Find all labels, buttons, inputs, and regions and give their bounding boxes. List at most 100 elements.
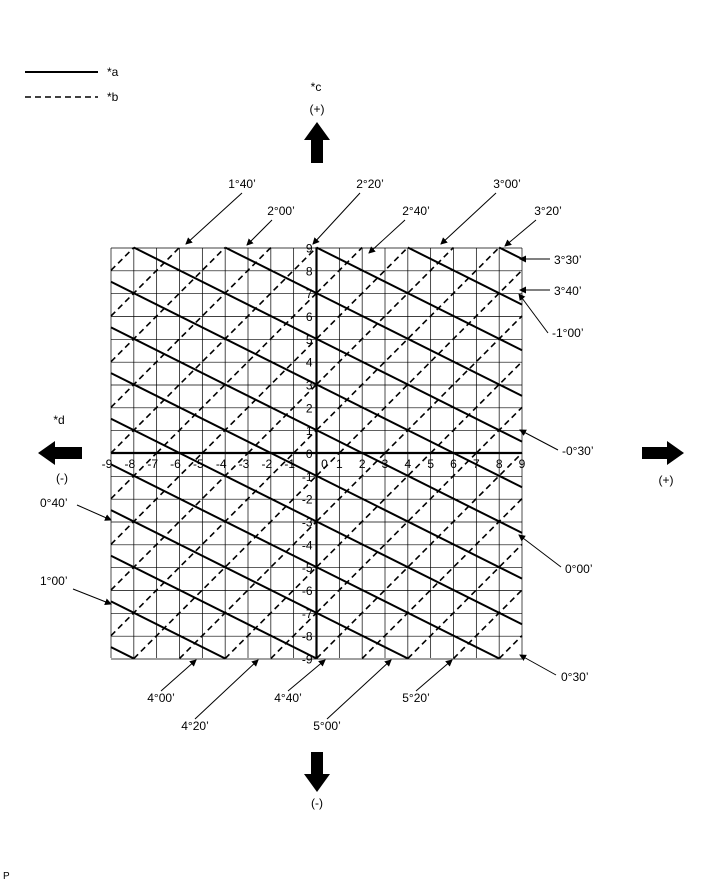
dashed-alignment-line: [361, 498, 523, 660]
solid-alignment-line: [110, 280, 317, 386]
y-tick-label: -6: [302, 584, 313, 598]
x-tick-label: -8: [124, 457, 135, 471]
leader-arrow: [326, 659, 392, 720]
legend-dashed-label: *b: [107, 90, 119, 104]
leader-arrow: [368, 219, 406, 254]
angle-label: 1°40’: [228, 177, 256, 191]
leader-arrow: [504, 219, 537, 247]
x-tick-label: -2: [261, 457, 272, 471]
dashed-alignment-line: [110, 452, 203, 545]
dashed-alignment-line: [110, 246, 135, 271]
angle-label: 3°30’: [554, 253, 582, 267]
x-tick-label: -5: [193, 457, 204, 471]
dashed-alignment-line: [407, 543, 523, 660]
angle-annotations: 1°40’2°00’2°20’2°40’3°00’3°20’3°30’3°40’…: [40, 177, 593, 733]
dashed-alignment-line: [315, 452, 477, 614]
direction-down: (-): [304, 752, 330, 810]
angle-label: 5°20’: [402, 691, 430, 705]
solid-alignment-line: [316, 520, 523, 626]
y-tick-label: -4: [302, 538, 313, 552]
dashed-alignment-line: [384, 315, 523, 454]
direction-up: *c (+): [304, 80, 330, 163]
dashed-alignment-line: [475, 406, 523, 454]
solid-alignment-line: [110, 509, 317, 614]
x-tick-label: 2: [359, 457, 366, 471]
y-tick-label: 1: [306, 424, 313, 438]
angle-annotation: 3°40’: [519, 284, 582, 298]
legend-solid-label: *a: [107, 65, 119, 79]
right-sign: (+): [659, 473, 674, 487]
angle-annotation: 0°40’: [40, 496, 112, 521]
angle-annotation: -0°30’: [519, 429, 593, 458]
up-label: *c: [311, 80, 322, 94]
x-tick-label: 7: [473, 457, 480, 471]
leader-arrow: [518, 534, 562, 568]
y-tick-label: -1: [302, 470, 313, 484]
angle-annotation: 3°00’: [440, 177, 521, 245]
x-tick-label: 3: [382, 457, 389, 471]
leader-arrow: [440, 192, 497, 245]
angle-annotation: 2°40’: [368, 204, 430, 254]
left-sign: (-): [56, 471, 68, 485]
solid-alignment-line: [498, 246, 523, 260]
angle-label: 0°30’: [561, 670, 589, 684]
solid-alignment-line: [110, 600, 226, 660]
angle-annotation: 4°20’: [181, 659, 259, 733]
angle-label: 5°00’: [313, 719, 341, 733]
leader-arrow: [185, 192, 243, 245]
dashed-alignment-line: [247, 383, 318, 454]
y-tick-label: -2: [302, 493, 313, 507]
y-tick-label: 0: [306, 447, 313, 461]
angle-annotation: 0°00’: [518, 534, 593, 576]
solid-alignment-line: [361, 452, 523, 534]
angle-label: 3°40’: [554, 284, 582, 298]
y-tick-label: 5: [306, 333, 313, 347]
dashed-alignment-line: [110, 246, 226, 363]
dashed-alignment-line: [315, 452, 386, 523]
solid-alignment-line: [316, 611, 409, 660]
y-tick-label: -5: [302, 561, 313, 575]
dashed-alignment-line: [224, 566, 318, 660]
legend: *a *b: [25, 65, 119, 104]
solid-alignment-line: [453, 452, 523, 489]
left-label: *d: [53, 413, 64, 427]
dashed-alignment-line: [110, 452, 158, 500]
dashed-alignment-line: [178, 520, 318, 660]
angle-label: 0°40’: [40, 496, 68, 510]
solid-alignment-line: [316, 246, 523, 352]
dashed-alignment-line: [430, 361, 523, 454]
y-tick-label: -7: [302, 607, 313, 621]
angle-annotation: 4°00’: [147, 659, 197, 705]
corner-mark: P: [3, 871, 10, 882]
leader-arrow: [160, 659, 197, 692]
y-tick-label: 4: [306, 356, 313, 370]
y-tick-label: -3: [302, 516, 313, 530]
dashed-alignment-line: [110, 452, 249, 591]
right-arrow-icon: [642, 441, 684, 465]
x-tick-label: -9: [102, 457, 113, 471]
angle-label: 4°00’: [147, 691, 175, 705]
dashed-alignment-line: [293, 429, 318, 454]
angle-label: 3°20’: [534, 204, 562, 218]
leader-arrow: [415, 659, 453, 692]
x-tick-label: -3: [239, 457, 250, 471]
leader-arrow: [518, 293, 549, 334]
solid-alignment-line: [316, 429, 363, 454]
dashed-alignment-line: [110, 246, 181, 317]
x-tick-label: 1: [336, 457, 343, 471]
solid-alignment-line: [110, 646, 135, 660]
solid-alignment-line: [179, 452, 317, 523]
dashed-alignment-line: [315, 246, 455, 386]
leader-arrow: [72, 588, 112, 606]
angle-label: 4°40’: [274, 691, 302, 705]
angle-annotation: 1°40’: [185, 177, 256, 245]
angle-annotation: 2°20’: [312, 177, 384, 245]
alignment-lines: [110, 246, 523, 660]
y-tick-label: -9: [302, 653, 313, 667]
angle-label: 1°00’: [40, 574, 68, 588]
angle-label: -1°00’: [552, 326, 583, 340]
x-tick-label: -4: [216, 457, 227, 471]
up-sign: (+): [310, 102, 325, 116]
